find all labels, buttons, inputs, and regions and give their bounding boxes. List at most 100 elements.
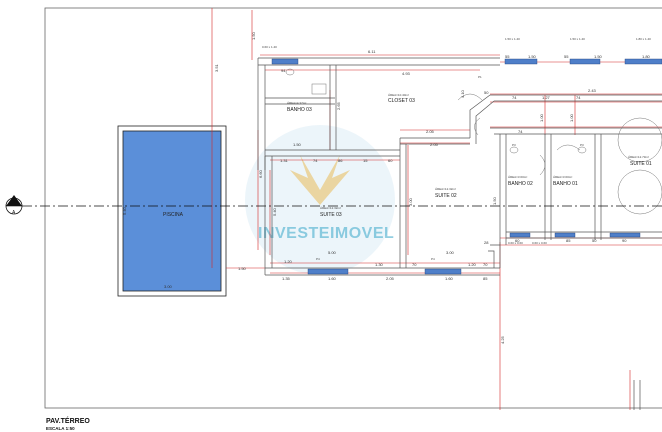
dim-127: 1.27 [542, 95, 551, 100]
dim-74b: 74 [512, 95, 517, 100]
room-bath3: BANHO 03 [287, 107, 312, 113]
area-suite1: ÁREA=12.73m² [628, 155, 649, 159]
dim-120b: 1.20 [468, 262, 477, 267]
dim-410: 4.10 [460, 89, 465, 98]
pool-dim-height: 5.40 [122, 206, 127, 215]
window-2 [504, 58, 538, 65]
dim-300b: 3.00 [408, 197, 413, 206]
window-4 [624, 58, 662, 65]
dim-243: 2.43 [588, 88, 597, 93]
dim-90: 90 [622, 238, 627, 243]
windows [271, 58, 662, 275]
dim-205b: 2.05 [426, 129, 435, 134]
door-swing-bath1 [556, 144, 581, 151]
dim-611: 6.11 [368, 49, 376, 54]
window-1 [271, 58, 299, 65]
dim-540: 5.40 [272, 207, 277, 216]
dim-74d: 74 [518, 129, 523, 134]
window-5 [307, 268, 349, 275]
window-7 [509, 232, 531, 238]
pool-dim-width: 3.00 [164, 284, 173, 289]
dimension-texts: 3.51 6.11 4.93 1.50 94 2.65 1.50 1.31 74… [214, 31, 651, 344]
dim-300a: 3.00 [446, 250, 455, 255]
door-swing-closet [457, 93, 483, 101]
dim-86: 86 [338, 158, 343, 163]
room-suite1: SUITE 01 [630, 161, 652, 167]
dim-131: 1.31 [280, 158, 289, 163]
dim-150e: 1.50 [594, 54, 603, 59]
dim-70a: 70 [412, 262, 417, 267]
door-swing-bath2 [539, 154, 546, 176]
watermark-logo: INVESTEIMOVEL [245, 125, 395, 275]
toilet-bath2 [509, 146, 519, 154]
dim-660: 6.60 [258, 169, 263, 178]
room-closet: CLOSET 03 [388, 98, 415, 104]
dim-74a: 74 [313, 158, 318, 163]
dim-160b: 1.60 [445, 276, 454, 281]
window-6 [424, 268, 462, 275]
dim-50: 50 [592, 238, 597, 243]
window-spec-6: 0.60 x 0.60 [532, 241, 547, 245]
window-specs: 0.60 x 1.40 1.50 x 1.40 1.50 x 1.40 1.80… [262, 37, 651, 245]
watermark-text: INVESTEIMOVEL [258, 225, 394, 242]
dim-265: 2.65 [336, 101, 341, 110]
area-bath2: ÁREA=3.60m² [508, 175, 527, 179]
section-marker-label: A [12, 210, 16, 216]
window-spec-2: 1.50 x 1.40 [505, 37, 520, 41]
dim-351: 3.51 [214, 63, 219, 72]
dim-205: 2.05 [386, 276, 395, 281]
door-swing-hall [474, 117, 481, 136]
fixtures [285, 68, 662, 215]
round-table-2 [617, 169, 662, 215]
dim-70b: 70 [483, 262, 488, 267]
dim-94: 94 [281, 68, 286, 73]
dim-60b: 60 [515, 238, 520, 243]
drawing-title: PAV.TÉRREO [46, 416, 90, 425]
door-tag-1: P4 [316, 257, 320, 261]
window-spec-3: 1.50 x 1.40 [570, 37, 585, 41]
door-tag-3: P3 [512, 143, 516, 147]
pool: PISCINA 3.00 5.40 [117, 125, 227, 297]
round-table-1 [617, 117, 662, 163]
dim-180: 1.80 [642, 54, 651, 59]
dim-100a: 1.00 [539, 113, 544, 122]
dim-60: 60 [388, 158, 393, 163]
window-spec-5: 0.60 x 0.60 [508, 241, 523, 245]
title-block: PAV.TÉRREO ESCALA 1:50 [46, 416, 90, 431]
dim-150b: 1.50 [293, 142, 302, 147]
toilet-bath3 [285, 68, 295, 76]
window-spec-4: 1.80 x 1.40 [636, 37, 651, 41]
window-3 [569, 58, 601, 65]
window-8 [554, 232, 576, 238]
dim-135: 1.35 [282, 276, 291, 281]
dim-425: 4.25 [500, 335, 505, 344]
dim-55a: 55 [505, 54, 510, 59]
room-bath2: BANHO 02 [508, 181, 533, 187]
dim-120a: 1.20 [284, 259, 293, 264]
dim-160a: 1.60 [328, 276, 337, 281]
sink-bath3 [311, 83, 327, 95]
walls [257, 57, 662, 410]
door-tag-4: P3 [580, 143, 584, 147]
door-tag-5: P1 [478, 75, 482, 79]
area-bath1: ÁREA=3.60m² [553, 175, 572, 179]
dim-130: 1.30 [375, 262, 384, 267]
lot-boundary [44, 7, 662, 409]
door-tag-2: P4 [431, 257, 435, 261]
dim-74c: 74 [576, 95, 581, 100]
dim-28: 28 [484, 240, 489, 245]
area-suite2: ÁREA=12.32m² [435, 187, 456, 191]
dim-100b: 1.00 [569, 113, 574, 122]
pool-label: PISCINA [163, 212, 184, 218]
toilet-bath1 [577, 146, 587, 154]
dim-150c: 1.50 [238, 266, 247, 271]
area-closet: ÁREA=10.40m² [388, 93, 409, 97]
dim-85b: 85 [566, 238, 571, 243]
section-line: A [5, 195, 662, 216]
dim-150d: 1.50 [528, 54, 537, 59]
window-spec-1: 0.60 x 1.40 [262, 45, 277, 49]
room-bath1: BANHO 01 [553, 181, 578, 187]
dim-205c: 2.05 [430, 142, 439, 147]
dim-55b: 55 [564, 54, 569, 59]
